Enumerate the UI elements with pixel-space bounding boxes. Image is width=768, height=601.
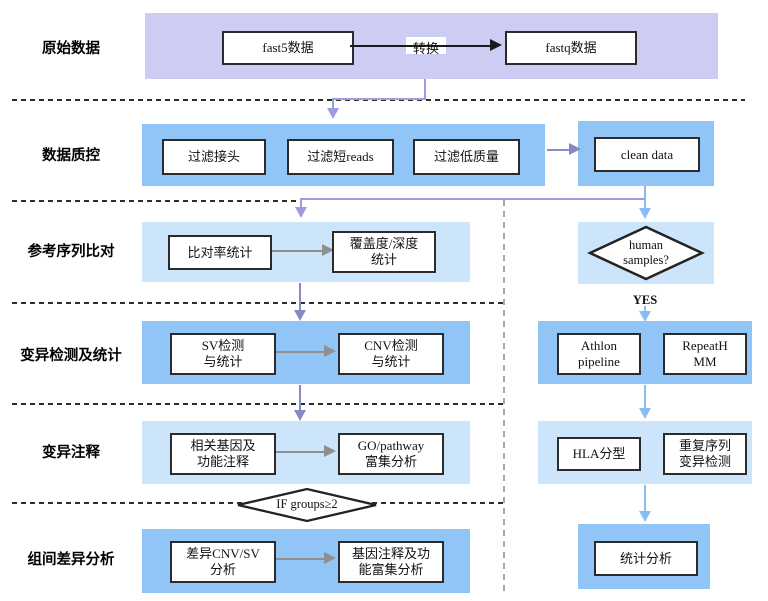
arrow-groupdiff-inner-head-icon [324, 552, 336, 564]
arrow-fast5-to-fastq-line [350, 45, 490, 47]
node-gene-annotation: 相关基因及 功能注释 [170, 433, 276, 475]
arrow-align-to-variant-line [299, 283, 301, 311]
arrow-clean-to-human-head-icon [639, 208, 651, 219]
node-fast5: fast5数据 [222, 31, 354, 65]
arrow-align-inner-line [270, 250, 324, 252]
divider-vertical [503, 200, 505, 592]
if-groups-diamond-label: IF groups≥2 [276, 497, 338, 511]
arrow-raw-to-qc-v2 [332, 98, 334, 109]
arrow-variant-to-annot-line [299, 385, 301, 411]
arrow-qc-to-clean-line [547, 149, 571, 151]
arrow-fast5-to-fastq-head-icon [490, 39, 502, 51]
node-clean-data: clean data [594, 137, 700, 172]
divider-1 [12, 99, 745, 101]
arrow-raw-to-qc-h [332, 98, 426, 100]
arrow-groupdiff-inner-line [274, 558, 326, 560]
arrow-align-to-variant-head-icon [294, 310, 306, 321]
arrow-variant-to-annot-head-icon [294, 410, 306, 421]
node-sv-detect: SV检测 与统计 [170, 333, 276, 375]
arrow-raw-to-qc-v1 [424, 79, 426, 100]
stage-label-variant-detect: 变异检测及统计 [20, 348, 122, 364]
arrow-annot-inner-head-icon [324, 445, 336, 457]
node-cnv-detect: CNV检测 与统计 [338, 333, 444, 375]
divider-4 [12, 403, 505, 405]
stage-label-ref-alignment: 参考序列比对 [27, 244, 115, 260]
arrow-branch-left-line [301, 198, 645, 200]
arrow-raw-to-qc-head-icon [327, 108, 339, 119]
node-filter-short-reads: 过滤短reads [287, 139, 394, 175]
arrow-tools-to-results-line [644, 385, 646, 409]
human-samples-diamond-label: human samples? [623, 238, 669, 267]
node-repeathmm: RepeatH MM [663, 333, 747, 375]
node-filter-adapter: 过滤接头 [162, 139, 266, 175]
arrow-variant-inner-head-icon [324, 345, 336, 357]
node-filter-low-quality: 过滤低质量 [413, 139, 520, 175]
arrow-tools-to-results-head-icon [639, 408, 651, 419]
convert-label: 转换 [412, 41, 439, 56]
arrow-yes-head-icon [639, 311, 651, 322]
arrow-results-to-stats-line [644, 485, 646, 512]
if-groups-diamond-icon [237, 487, 377, 523]
divider-3 [12, 302, 505, 304]
node-coverage-depth: 覆盖度/深度 统计 [332, 231, 436, 273]
yes-label: YES [632, 293, 658, 307]
arrow-yes-line [644, 306, 646, 313]
human-samples-diamond-icon [587, 225, 705, 281]
stage-label-qc: 数据质控 [42, 148, 100, 164]
node-fastq: fastq数据 [505, 31, 637, 65]
stage-label-group-diff: 组间差异分析 [27, 552, 115, 568]
arrow-qc-to-clean-head-icon [569, 143, 581, 155]
arrow-align-inner-head-icon [322, 244, 334, 256]
node-go-pathway: GO/pathway 富集分析 [338, 433, 444, 475]
node-diff-cnv-sv: 差异CNV/SV 分析 [170, 541, 276, 583]
arrow-branch-left-v [300, 198, 302, 208]
node-hla-typing: HLA分型 [557, 437, 641, 471]
node-repeat-seq-variant: 重复序列 变异检测 [663, 433, 747, 475]
divider-2 [12, 200, 300, 202]
node-alignment-rate: 比对率统计 [168, 235, 272, 270]
stage-label-raw-data: 原始数据 [42, 41, 100, 57]
arrow-results-to-stats-head-icon [639, 511, 651, 522]
node-gene-enrichment: 基因注释及功 能富集分析 [338, 541, 444, 583]
stage-label-annotation: 变异注释 [42, 445, 100, 461]
arrow-branch-to-alignment-head-icon [295, 207, 307, 218]
arrow-annot-inner-line [274, 451, 326, 453]
arrow-variant-inner-line [274, 351, 326, 353]
node-stats-analysis: 统计分析 [594, 541, 698, 576]
arrow-clean-down-line [644, 186, 646, 209]
node-athlon-pipeline: Athlon pipeline [557, 333, 641, 375]
